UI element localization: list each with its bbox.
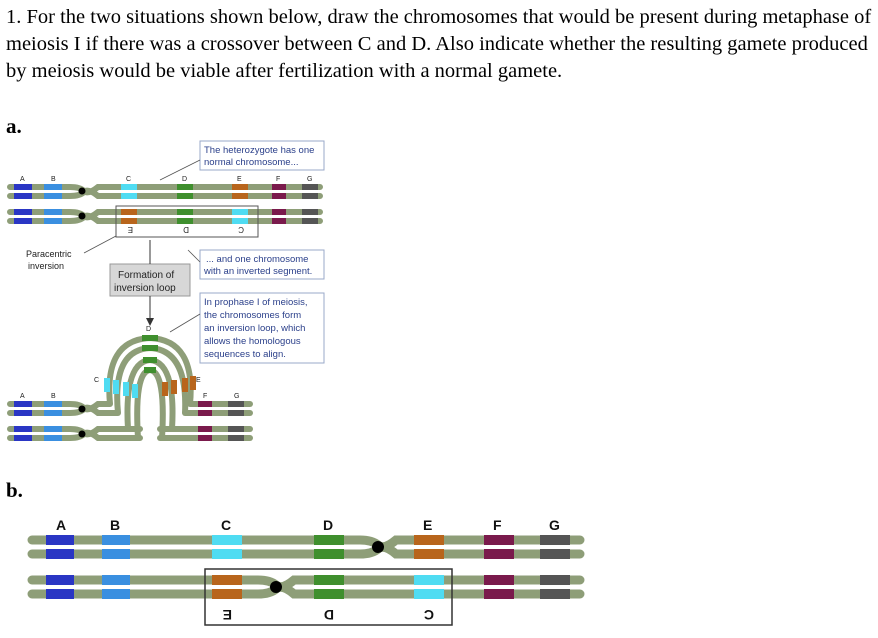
inverted-label-e: E [128, 225, 133, 234]
callout-3-line-5: sequences to align. [204, 349, 286, 360]
svg-text:inversion loop: inversion loop [114, 283, 176, 294]
formation-inversion-loop-box: Formation of inversion loop [109, 240, 191, 326]
b-gene-label-b: B [110, 517, 120, 533]
svg-text:Formation of: Formation of [118, 270, 174, 281]
gene-label-e: E [237, 176, 242, 183]
callout-3-line-1: In prophase I of meiosis, [204, 297, 308, 308]
loop-label-f: F [203, 393, 207, 400]
paracentric-inversion-label: Paracentric inversion [26, 235, 117, 271]
callout-3-line-4: allows the homologous [204, 336, 301, 347]
callout-prophase: In prophase I of meiosis, the chromosome… [169, 292, 325, 364]
b-gene-label-c: C [221, 517, 231, 533]
b-gene-label-e: E [423, 517, 432, 533]
inverted-label-d: D [183, 225, 189, 234]
loop-label-c: C [94, 377, 99, 384]
b-gene-label-a: A [56, 517, 66, 533]
loop-label-b: B [51, 393, 56, 400]
loop-label-a: A [20, 393, 25, 400]
loop-label-e: E [196, 377, 201, 384]
callout-inverted-segment: ... and one chromosome with an inverted … [187, 249, 325, 280]
gene-label-c: C [126, 176, 131, 183]
inverted-label-c: C [238, 225, 244, 234]
part-b-label: b. [6, 478, 23, 502]
b-gene-label-f: F [493, 517, 502, 533]
callout-2-line-1: ... and one chromosome [206, 254, 308, 265]
question-text: 1. For the two situations shown below, d… [6, 6, 872, 82]
loop-label-d: D [146, 326, 151, 333]
b-gene-label-g: G [549, 517, 560, 533]
callout-1-line-1: The heterozygote has one [204, 145, 314, 156]
gene-label-a: A [20, 176, 25, 183]
inversion-loop-diagram: C D E F G A B [7, 326, 253, 441]
part-a-inverted-chromosome [7, 205, 323, 238]
gene-label-g: G [307, 176, 312, 183]
part-a-label: a. [6, 114, 22, 138]
svg-text:Paracentric: Paracentric [26, 249, 72, 259]
gene-label-d: D [182, 176, 187, 183]
svg-text:inversion: inversion [28, 261, 64, 271]
gene-label-b: B [51, 176, 56, 183]
b-inverted-label-e: E [223, 607, 232, 623]
part-b-diagram: A B C D E F G E D C [27, 517, 585, 626]
b-inverted-label-c: C [424, 607, 434, 623]
gene-label-f: F [276, 176, 280, 183]
b-inverted-label-d: D [324, 607, 334, 623]
callout-3-line-3: an inversion loop, which [204, 323, 305, 334]
part-a-normal-chromosome [7, 184, 323, 199]
loop-label-g: G [234, 393, 239, 400]
callout-3-line-2: the chromosomes form [204, 310, 301, 321]
callout-normal-chromosome: The heterozygote has one normal chromoso… [159, 140, 325, 181]
callout-1-line-2: normal chromosome... [204, 157, 299, 168]
b-gene-label-d: D [323, 517, 333, 533]
callout-2-line-2: with an inverted segment. [203, 266, 312, 277]
